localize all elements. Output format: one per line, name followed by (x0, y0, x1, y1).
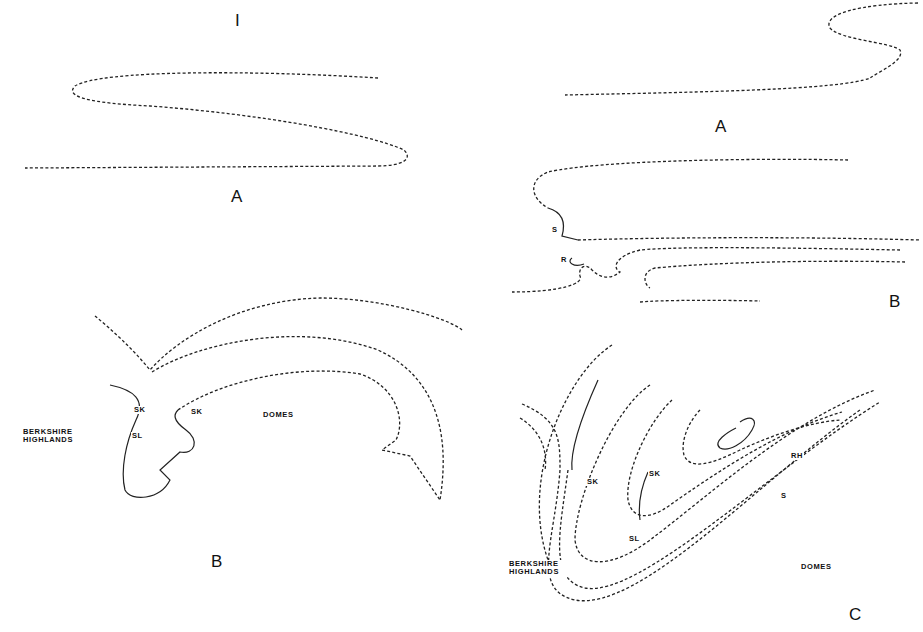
unit-label: SK (586, 478, 600, 486)
contact-line (548, 208, 578, 240)
unit-label: SL (628, 535, 641, 543)
fold-line (640, 300, 760, 302)
fold-line (522, 404, 860, 601)
contact-line (572, 380, 598, 470)
fold-line (534, 159, 848, 208)
unit-label: SL (131, 432, 144, 440)
unit-label: R (560, 256, 568, 264)
contact-line (718, 418, 755, 449)
unit-label: SK (190, 408, 204, 416)
fold-line (152, 337, 443, 500)
section-letter: B (210, 553, 223, 572)
fold-line (645, 261, 905, 288)
fold-line (628, 400, 842, 516)
fold-line (578, 238, 920, 240)
section-letter: A (230, 188, 243, 207)
unit-label: SK (648, 470, 662, 478)
region-label: DOMES (262, 411, 295, 419)
fold-line (565, 3, 918, 95)
contact-line (639, 472, 648, 520)
unit-label: S (780, 492, 788, 500)
unit-label: SK (133, 406, 147, 414)
section-letter: B (888, 293, 901, 312)
fold-line (520, 418, 546, 470)
fold-line (575, 385, 875, 562)
fold-line (683, 410, 840, 464)
unit-label: RH (790, 452, 804, 460)
fold-line (512, 248, 900, 292)
contact-line (570, 258, 584, 265)
fold-line (178, 371, 440, 500)
section-letter: C (848, 606, 862, 625)
figure-number: I (234, 12, 241, 31)
fold-line (25, 73, 407, 168)
contact-line (110, 385, 194, 497)
region-label: BERKSHIRE HIGHLANDS (22, 428, 82, 445)
section-letter: A (714, 118, 727, 137)
fold-line (95, 298, 462, 370)
region-label: BERKSHIRE HIGHLANDS (508, 560, 568, 577)
region-label: DOMES (800, 563, 833, 571)
unit-label: S (551, 226, 559, 234)
